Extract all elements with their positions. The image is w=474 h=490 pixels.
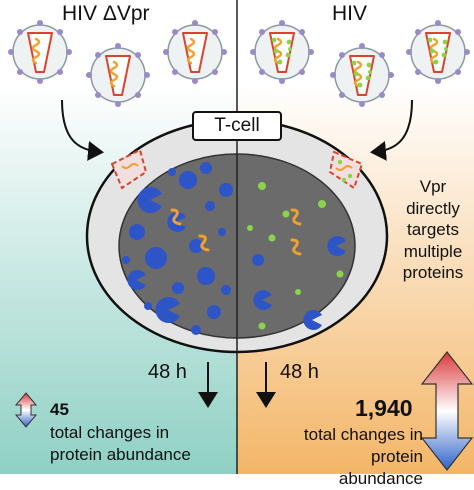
vpr-note-line: multiple <box>403 241 463 261</box>
t-cell-label: T-cell <box>192 111 282 141</box>
time-label-right: 48 h <box>280 361 319 383</box>
caption-line: total changes in <box>303 425 423 444</box>
caption-line: total changes in <box>50 423 170 442</box>
left-caption: total changes in protein abundance <box>50 422 191 466</box>
right-caption: total changes in protein abundance <box>283 424 423 490</box>
vpr-protein-dot-icon <box>247 182 344 330</box>
bidirectional-arrow-icon <box>14 392 38 428</box>
vpr-note-line: proteins <box>402 263 464 282</box>
caption-line: protein abundance <box>338 447 423 488</box>
right-change-count: 1,940 <box>355 395 413 421</box>
cell-protein-pacman-icon <box>252 236 346 330</box>
rna-squiggle-icon <box>170 208 302 256</box>
vpr-note-line: Vpr <box>419 177 447 196</box>
time-label-left: 48 h <box>148 361 187 383</box>
hiv-label: HIV <box>332 2 368 25</box>
caption-line: protein abundance <box>50 445 191 464</box>
entering-capsid-left <box>110 148 148 190</box>
left-change-count: 45 <box>50 400 69 419</box>
vpr-note: Vpr directly targets multiple proteins <box>392 176 474 284</box>
entering-capsid-right <box>328 150 364 190</box>
infection-arrow-right <box>370 99 413 161</box>
vpr-note-line: targets <box>407 220 459 239</box>
bidirectional-arrow-icon <box>420 351 474 471</box>
vpr-note-line: directly <box>406 198 460 218</box>
diagram-canvas <box>0 0 474 474</box>
infection-arrow-left <box>61 99 104 161</box>
hiv-delta-vpr-label: HIV ΔVpr <box>62 2 150 25</box>
cell-protein-pacman-icon <box>122 162 233 335</box>
